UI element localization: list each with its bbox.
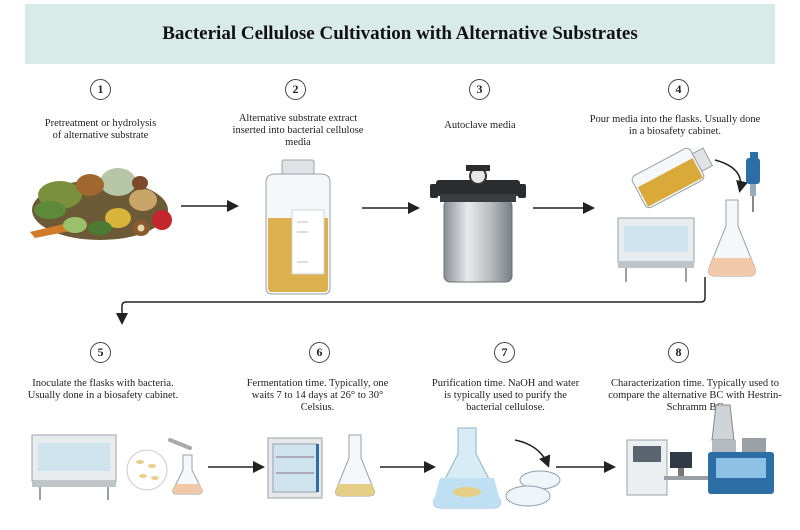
pouring-bottle-illustration xyxy=(631,147,714,209)
erlenmeyer-flask-illustration xyxy=(708,199,756,277)
bacteria-cells-illustration xyxy=(126,449,168,491)
vegetable-pile-illustration xyxy=(30,168,172,240)
incubator-illustration xyxy=(267,437,323,499)
step-1-caption: Pretreatment or hydrolysis of alternativ… xyxy=(44,118,157,141)
step-6-number: 6 xyxy=(309,342,330,363)
pipette-illustration xyxy=(746,152,760,212)
step-1-number: 1 xyxy=(90,79,111,100)
step-4-caption: Pour media into the flasks. Usually done… xyxy=(589,114,761,137)
arrow-pour-curve xyxy=(714,159,748,193)
title-banner: Bacterial Cellulose Cultivation with Alt… xyxy=(25,4,775,64)
petri-dishes-illustration xyxy=(505,470,561,507)
step-3-caption: Autoclave media xyxy=(444,120,516,131)
step-3-number: 3 xyxy=(469,79,490,100)
inoculated-flask-illustration xyxy=(172,454,203,495)
arrow-purify-curve xyxy=(514,439,551,468)
media-bottle-illustration xyxy=(265,159,331,295)
step-7-caption: Purification time. NaOH and water is typ… xyxy=(431,378,580,413)
flow-arrows xyxy=(116,159,748,473)
biosafety-cabinet-illustration xyxy=(617,217,695,282)
step-5-number: 5 xyxy=(90,342,111,363)
step-6-caption: Fermentation time. Typically, one waits … xyxy=(246,378,389,413)
dropper-illustration xyxy=(168,438,192,450)
step-7-number: 7 xyxy=(494,342,515,363)
arrow-4-to-5 xyxy=(116,277,706,325)
purification-flask-illustration xyxy=(433,427,501,509)
step-2-number: 2 xyxy=(285,79,306,100)
step-8-number: 8 xyxy=(668,342,689,363)
step-8-caption: Characterization time. Typically used to… xyxy=(608,378,782,413)
step-5-caption: Inoculate the flasks with bacteria. Usua… xyxy=(27,378,179,401)
step-2-caption: Alternative substrate extract inserted i… xyxy=(232,113,364,148)
fermentation-flask-illustration xyxy=(335,434,375,497)
characterization-instruments-illustration xyxy=(626,404,774,496)
diagram-title: Bacterial Cellulose Cultivation with Alt… xyxy=(162,23,638,44)
autoclave-illustration xyxy=(430,165,526,283)
biosafety-cabinet-2-illustration xyxy=(31,434,117,500)
step-4-number: 4 xyxy=(668,79,689,100)
